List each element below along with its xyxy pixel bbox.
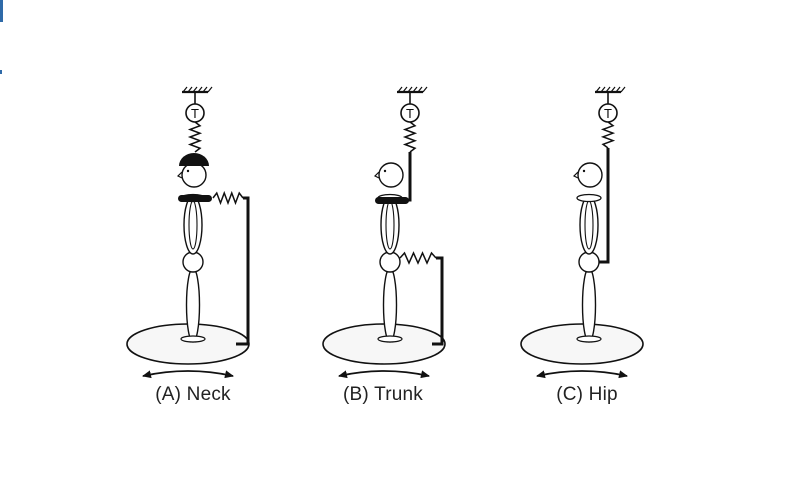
- shoulder-harness: [178, 195, 212, 202]
- ceiling-hatch: [187, 86, 193, 93]
- suspension-spring: [187, 121, 203, 153]
- eye: [186, 169, 190, 173]
- caption-trunk: (B) Trunk: [343, 384, 423, 405]
- trunk-segment: [579, 195, 599, 255]
- horizontal-spring: [212, 190, 244, 206]
- ceiling-hatch: [207, 86, 213, 93]
- ceiling-hatch: [610, 86, 616, 93]
- ceiling-hatch: [402, 86, 408, 93]
- hip-joint: [379, 251, 401, 273]
- suspension-spring: [600, 121, 616, 149]
- helmet: [179, 153, 209, 166]
- head: [181, 162, 207, 188]
- caption-neck: (A) Neck: [155, 384, 231, 405]
- ceiling-hatch: [422, 86, 428, 93]
- nose: [373, 171, 380, 179]
- ceiling-hatch: [600, 86, 606, 93]
- foot: [377, 335, 403, 343]
- ceiling-hatch: [620, 86, 626, 93]
- trunk-segment: [380, 195, 400, 255]
- caption-hip: (C) Hip: [556, 384, 618, 405]
- side-post: [236, 196, 250, 346]
- head: [378, 162, 404, 188]
- translation-arrow: [142, 370, 234, 379]
- ceiling-hatch: [407, 86, 413, 93]
- suspension-rod: [599, 148, 610, 264]
- ceiling-hatch: [605, 86, 611, 93]
- side-post: [432, 256, 444, 346]
- eye: [383, 169, 387, 173]
- ceiling-hatch: [417, 86, 423, 93]
- ceiling-hatch: [595, 86, 601, 93]
- support-platform: [322, 323, 446, 365]
- shoulder-harness: [375, 197, 409, 204]
- ceiling-hatch: [192, 86, 198, 93]
- foot: [180, 335, 206, 343]
- hip-joint: [578, 251, 600, 273]
- ceiling-hatch: [615, 86, 621, 93]
- ceiling-hatch: [202, 86, 208, 93]
- panel-neck: T: [126, 86, 250, 379]
- hip-joint: [182, 251, 204, 273]
- ceiling-hatch: [397, 86, 403, 93]
- translation-arrow: [536, 370, 628, 379]
- ceiling-hatch: [182, 86, 188, 93]
- nose: [572, 171, 579, 179]
- trunk-segment: [183, 195, 203, 255]
- support-platform: [520, 323, 644, 365]
- horizontal-spring: [399, 251, 437, 265]
- leg-segment: [382, 267, 398, 343]
- ceiling-hatch: [197, 86, 203, 93]
- head: [577, 162, 603, 188]
- tension-sensor-label: T: [604, 106, 612, 121]
- tension-sensor-label: T: [191, 106, 199, 121]
- panel-hip: T: [520, 86, 644, 379]
- translation-arrow: [338, 370, 430, 379]
- foot: [576, 335, 602, 343]
- panel-trunk: T: [322, 86, 446, 379]
- left-edge-accent: [0, 0, 3, 22]
- shoulder: [576, 193, 602, 203]
- left-edge-tick: [0, 70, 2, 74]
- leg-segment: [581, 267, 597, 343]
- leg-segment: [185, 267, 201, 343]
- suspension-spring: [402, 121, 418, 153]
- nose: [176, 171, 183, 179]
- eye: [582, 169, 586, 173]
- tension-sensor-label: T: [406, 106, 414, 121]
- ceiling-hatch: [412, 86, 418, 93]
